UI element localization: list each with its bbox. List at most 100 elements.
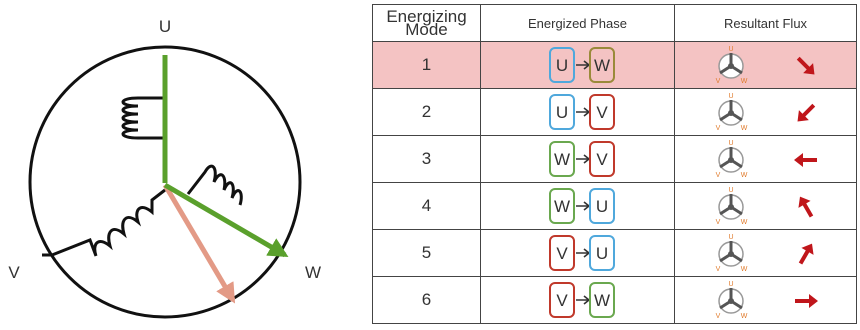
flux-cell: U V W [674,41,857,89]
to-phase-label: U [595,197,607,216]
mode-cell: 4 [372,182,481,230]
to-phase-label: U [595,244,607,263]
flux-figure: U V W [715,187,813,226]
mini-label-u: U [728,234,733,241]
to-phase-label: W [593,291,609,310]
mode-number: 4 [421,196,432,215]
from-phase-label: W [553,197,569,216]
flux-figure: U V W [715,281,818,320]
mini-label-w: W [740,313,747,320]
mini-label-u: U [728,46,733,53]
table-header-row: Energizing Mode Energized Phase Resultan… [372,4,857,42]
mini-label-v: V [715,266,720,273]
phase-arrow-icon [575,60,590,70]
header-energized-phase: Energized Phase [480,4,675,42]
stator-circle [28,45,302,319]
mode-number: 6 [421,290,432,309]
flux-figure: U V W [715,234,814,273]
mode-cell: 5 [372,229,481,277]
flux-arrow-icon [793,153,817,167]
mode-number: 2 [421,102,432,121]
mode-cell: 3 [372,135,481,183]
to-phase-box [588,282,615,318]
from-phase-label: U [555,56,567,75]
mini-label-u: U [728,140,733,147]
mini-label-v: V [715,172,720,179]
mini-label-w: W [740,78,747,85]
phase-arrow-icon [575,154,590,164]
mode-number: 5 [421,243,432,262]
mode-cell: 1 [372,41,481,89]
from-phase-box [548,235,575,271]
mini-stator-icon [717,241,744,267]
mini-label-u: U [728,187,733,194]
w-phase-vector [163,182,289,258]
coil-u [121,96,165,140]
header-mode-line2: Mode [405,20,448,39]
mini-label-w: W [740,219,747,226]
mini-stator-icon [717,147,744,173]
header-energizing-mode: Energizing Mode [372,4,481,42]
resultant-flux-vector [162,183,236,304]
phase-arrow-icon [575,201,590,211]
mini-label-v: V [715,78,720,85]
flux-arrow-icon [797,196,813,218]
from-phase-label: V [556,244,568,263]
flux-arrow-icon [794,294,818,308]
flux-cell: U V W [674,88,857,136]
to-phase-box [588,47,615,83]
motor-winding-diagram: U V W [8,17,321,319]
mini-stator-icon [717,288,744,314]
from-phase-label: V [556,291,568,310]
mode-cell: 2 [372,88,481,136]
mini-label-u: U [728,281,733,288]
mode-number: 1 [421,55,432,74]
mini-label-w: W [740,266,747,273]
from-phase-box [548,94,575,130]
flux-cell: U V W [674,182,857,230]
from-phase-box [548,188,575,224]
to-phase-box [588,235,615,271]
mode-number: 3 [421,149,432,168]
mini-label-w: W [740,125,747,132]
flux-cell: U V W [674,276,857,324]
energizing-table: Energizing Mode Energized Phase Resultan… [372,4,857,324]
mini-label-v: V [715,125,720,132]
to-phase-box [588,141,615,177]
flux-arrow-icon [796,56,814,75]
from-phase-label: U [555,103,567,122]
to-phase-label: V [596,150,608,169]
from-phase-box [548,47,575,83]
mini-label-v: V [715,313,720,320]
to-phase-label: W [593,56,609,75]
from-phase-box [548,141,575,177]
label-w: W [305,263,321,282]
header-resultant-flux: Resultant Flux [674,4,857,42]
phase-arrow-icon [575,107,590,117]
mini-label-u: U [728,93,733,100]
mini-label-v: V [715,219,720,226]
header-mode-line1: Energizing [386,7,467,26]
mode-cell: 6 [372,276,481,324]
mini-stator-icon [717,53,744,79]
